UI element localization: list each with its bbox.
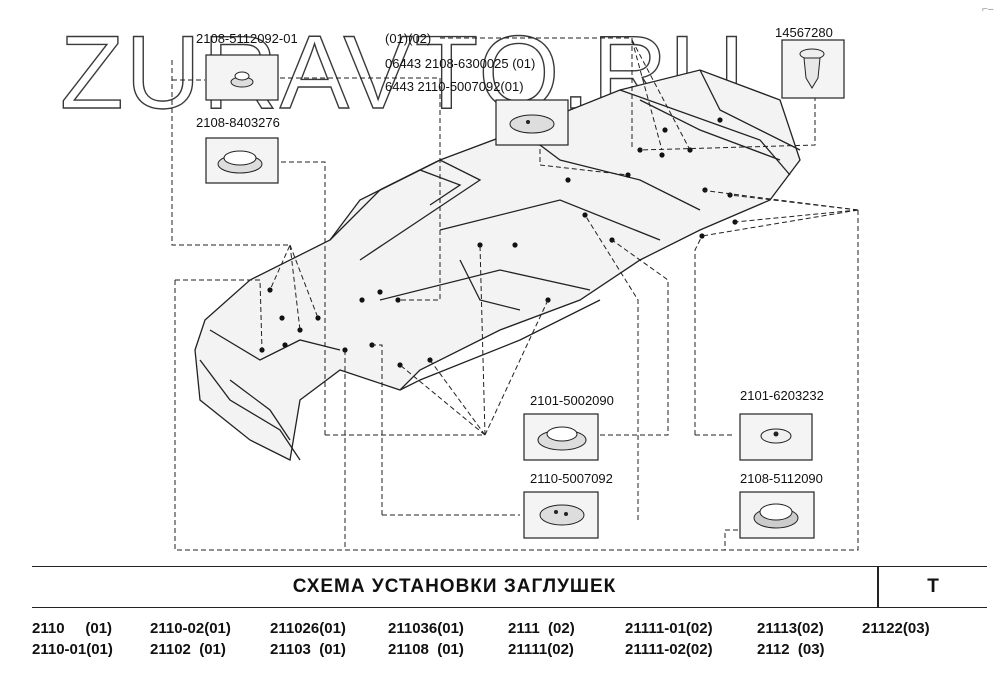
part-label-p2: 2108-8403276 (196, 115, 280, 130)
model-item: 21103 (01) (270, 641, 346, 658)
part-box-2108-5112092-01 (205, 54, 279, 101)
part-box-2108-8403276 (205, 137, 279, 184)
part-box-2110-5007092-01 (495, 99, 569, 146)
model-item: 21111-02(02) (625, 641, 713, 658)
part-label-p6: 2101-6203232 (740, 388, 824, 403)
model-item: 211036(01) (388, 620, 464, 637)
model-item: 21113(02) (757, 620, 824, 637)
title-divider (877, 567, 879, 607)
leader-lines (171, 37, 859, 551)
model-list: 2110 (01) 2110-02(01) 211026(01) 211036(… (0, 618, 1000, 668)
model-item: 2110 (01) (32, 620, 113, 637)
car-body-shell (194, 69, 801, 461)
part-label-p1: 2108-5112092-01 (196, 31, 298, 46)
part-box-2108-5112090 (739, 491, 815, 539)
part-label-p7: 2110-5007092 (530, 471, 613, 486)
title-bar: СХЕМА УСТАНОВКИ ЗАГЛУШЕК T (32, 566, 987, 608)
model-item: 21122(03) (862, 620, 930, 637)
model-item: 211026(01) (270, 620, 346, 637)
model-item: 21111(02) (508, 641, 574, 658)
model-item: 21108 (01) (388, 641, 464, 658)
part-label-p3c: 6443 2110-5007092(01) (385, 79, 524, 94)
section-code: T (927, 576, 939, 597)
model-item: 2110-02(01) (150, 620, 231, 637)
model-item: 21111-01(02) (625, 620, 713, 637)
part-box-2101-5002090 (523, 413, 599, 461)
model-item: 21102 (01) (150, 641, 226, 658)
part-box-2101-6203232 (739, 413, 813, 461)
part-label-p4: 14567280 (775, 25, 833, 40)
part-label-p3a: (01)(02) (385, 31, 431, 46)
model-item: 2110-01(01) (32, 641, 113, 658)
part-label-p8: 2108-5112090 (740, 471, 823, 486)
plug-installation-diagram: ZURAVTO.RU (59, 4, 994, 551)
part-box-2110-5007092 (523, 491, 599, 539)
part-box-14567280 (781, 39, 845, 99)
part-label-p5: 2101-5002090 (530, 393, 614, 408)
model-item: 2111 (02) (508, 620, 575, 637)
model-item: 2112 (03) (757, 641, 825, 658)
part-label-p3b: 06443 2108-6300025 (01) (385, 56, 535, 71)
corner-mark: ⌐– (982, 4, 994, 15)
page-title: СХЕМА УСТАНОВКИ ЗАГЛУШЕК (292, 576, 617, 597)
